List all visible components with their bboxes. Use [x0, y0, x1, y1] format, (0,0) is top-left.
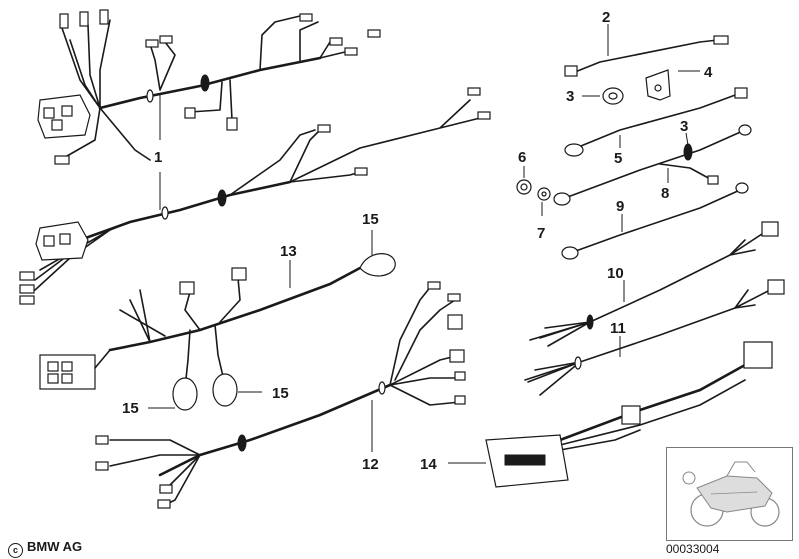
harness-10[interactable] [529, 221, 779, 347]
callout-6: 6 [518, 149, 526, 166]
callout-7: 7 [537, 225, 545, 242]
callout-11: 11 [610, 320, 626, 337]
nut-6[interactable] [516, 179, 532, 195]
callout-1: 1 [154, 149, 162, 166]
callout-10: 10 [607, 265, 624, 282]
callout-2: 2 [602, 9, 610, 26]
cable-9[interactable] [561, 182, 749, 260]
callout-3-b: 3 [680, 118, 688, 135]
callout-13: 13 [280, 243, 297, 260]
callout-4: 4 [704, 64, 713, 81]
leader-lines [148, 24, 700, 464]
wiring-harness-1-upper[interactable] [37, 9, 381, 165]
callouts: 1 2 3 4 3 5 3 6 8 7 9 10 11 15 13 15 15 … [122, 9, 713, 473]
cable-8[interactable] [553, 124, 752, 206]
vehicle-thumbnail [666, 447, 793, 541]
bracket-4[interactable] [645, 69, 671, 101]
grommet-3-upper[interactable] [602, 87, 624, 105]
cable-2[interactable] [564, 35, 729, 77]
cable-5[interactable] [564, 87, 748, 157]
wiring-harness-12[interactable] [95, 281, 466, 509]
harness-11[interactable] [524, 279, 785, 396]
copyright-icon: c [8, 543, 23, 558]
motorcycle-icon [682, 461, 780, 527]
callout-9: 9 [616, 198, 624, 215]
wiring-harness-13[interactable] [39, 253, 396, 411]
callout-3-a: 3 [566, 88, 574, 105]
image-number: 00033004 [666, 542, 720, 556]
callout-15-a: 15 [362, 211, 379, 228]
copyright-notice: c BMW AG [8, 539, 82, 558]
callout-14: 14 [420, 456, 437, 473]
callout-15-c: 15 [122, 400, 139, 417]
washer-7[interactable] [537, 187, 551, 201]
harness-14[interactable] [485, 341, 773, 488]
copyright-text: BMW AG [27, 539, 83, 554]
callout-12: 12 [362, 456, 379, 473]
wiring-harness-1-lower[interactable] [19, 87, 491, 305]
grommet-3-lower[interactable] [683, 143, 693, 161]
callout-15-b: 15 [272, 385, 289, 402]
callout-8: 8 [661, 185, 669, 202]
callout-5: 5 [614, 150, 622, 167]
